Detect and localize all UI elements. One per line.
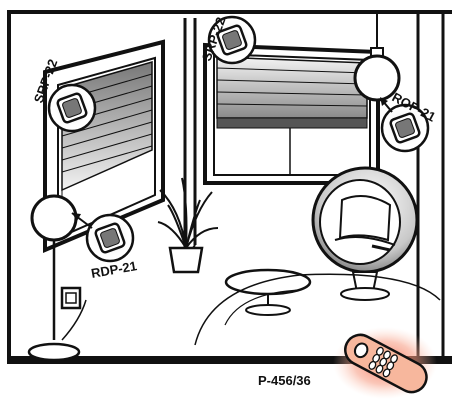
room-frame <box>7 10 452 364</box>
arrow-icon <box>72 213 81 221</box>
remote-code-label: P-456/36 <box>258 373 311 388</box>
srp-right-module <box>207 15 257 65</box>
rop-right-module <box>380 97 430 153</box>
ball-chair <box>311 166 419 301</box>
srp-left-module <box>47 83 97 133</box>
rug <box>194 273 441 346</box>
arrow-icon <box>380 97 388 106</box>
remote-control <box>333 327 437 399</box>
right-pendant-lamp <box>353 12 401 102</box>
right-blind <box>216 56 368 119</box>
rdp-left-module <box>71 212 135 263</box>
rdp-left-label: RDP-21 <box>90 258 138 281</box>
wall-socket <box>60 286 82 310</box>
potted-plant <box>157 177 219 274</box>
right-window <box>203 42 380 185</box>
